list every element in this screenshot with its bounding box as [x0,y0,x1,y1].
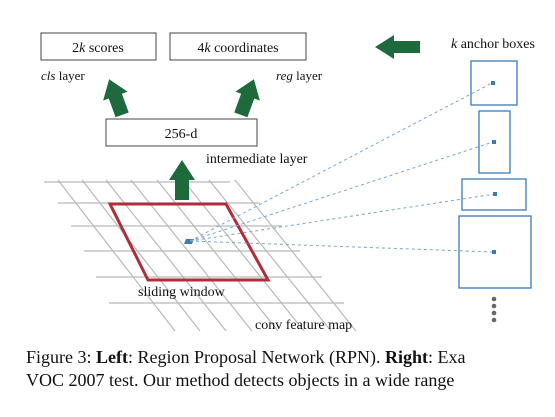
intermediate-box-label: 256-d [165,127,198,142]
figure-caption: Figure 3: Left: Region Proposal Network … [26,346,555,392]
arrow-up-icon [169,160,195,200]
scores-box [40,32,157,61]
caption-middle-text: : Region Proposal Network (RPN). [127,347,385,367]
anchor-box [461,178,527,211]
anchor-connector-line [189,82,493,242]
caption-right-label: Right [384,347,428,367]
coordinates-label: 4k coordinates [197,41,278,56]
caption-end-text: : Exa [427,347,466,367]
sliding-window-label: sliding window [138,285,226,300]
sliding-window-box [107,202,271,282]
anchor-connector-line [189,193,496,242]
anchor-center-dot [491,81,495,85]
anchor-box [458,215,532,289]
arrow-up-icon [103,79,129,118]
anchor-box [478,110,511,174]
anchor-center-dot [492,140,496,144]
caption-line-2: VOC 2007 test. Our method detects object… [26,370,455,390]
anchor-boxes-label: k anchor boxes [451,37,535,52]
anchor-connector-lines [189,82,496,253]
rpn-diagram: 2k scores 4k coordinates cls layer reg l… [40,32,535,333]
grid-line [234,179,357,332]
anchor-center-dot [492,250,496,254]
rpn-figure: 2k scores 4k coordinates cls layer reg l… [40,32,535,333]
scores-label: 2k scores [72,41,124,56]
anchor-connector-line [189,141,494,242]
grid-line [81,179,201,332]
anchor-connector-line [189,240,495,253]
intermediate-layer-label: intermediate layer [206,152,308,167]
reg-layer-label: reg layer [276,68,323,83]
anchor-center-dot [493,192,497,196]
coordinates-box [169,32,307,61]
intermediate-box [105,118,258,147]
conv-feature-map-label: conv feature map [255,318,352,333]
grid-line [57,179,176,332]
cls-layer-label: cls layer [41,68,85,83]
anchor-box [470,60,518,106]
caption-left-label: Left [96,347,128,367]
caption-prefix: Figure 3: [26,347,96,367]
vertical-ellipsis-icon [491,296,497,323]
arrow-up-icon [234,79,260,118]
grid-line [208,179,332,332]
arrow-left-icon [375,35,420,59]
caption-line-1: Figure 3: Left: Region Proposal Network … [26,346,555,369]
